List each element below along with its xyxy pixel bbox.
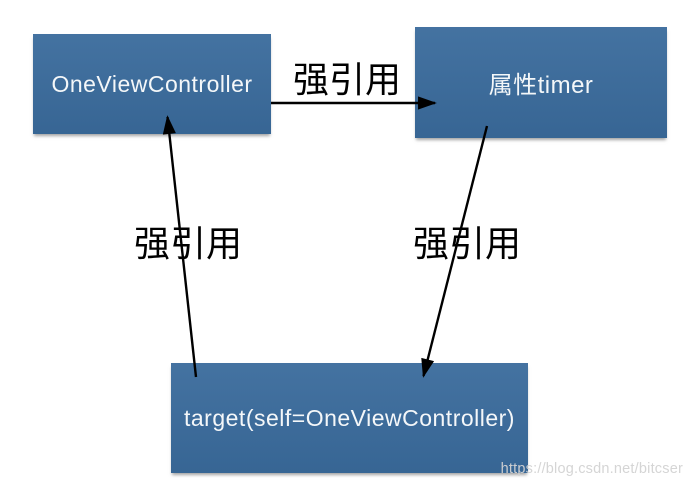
watermark: https://blog.csdn.net/bitcser (500, 461, 683, 477)
node-oneviewcontroller-label: OneViewController (51, 70, 253, 97)
node-oneviewcontroller: OneViewController (33, 34, 271, 134)
edge-label-timer-to-target: 强引用 (412, 223, 522, 264)
edge-label-target-to-one: 强引用 (133, 223, 243, 264)
node-target: target(self=OneViewController) (171, 363, 528, 473)
edge-label-one-to-timer: 强引用 (292, 59, 402, 100)
node-target-label: target(self=OneViewController) (184, 404, 515, 431)
node-timer-property: 属性timer (415, 27, 667, 138)
node-timer-property-label: 属性timer (488, 72, 594, 99)
